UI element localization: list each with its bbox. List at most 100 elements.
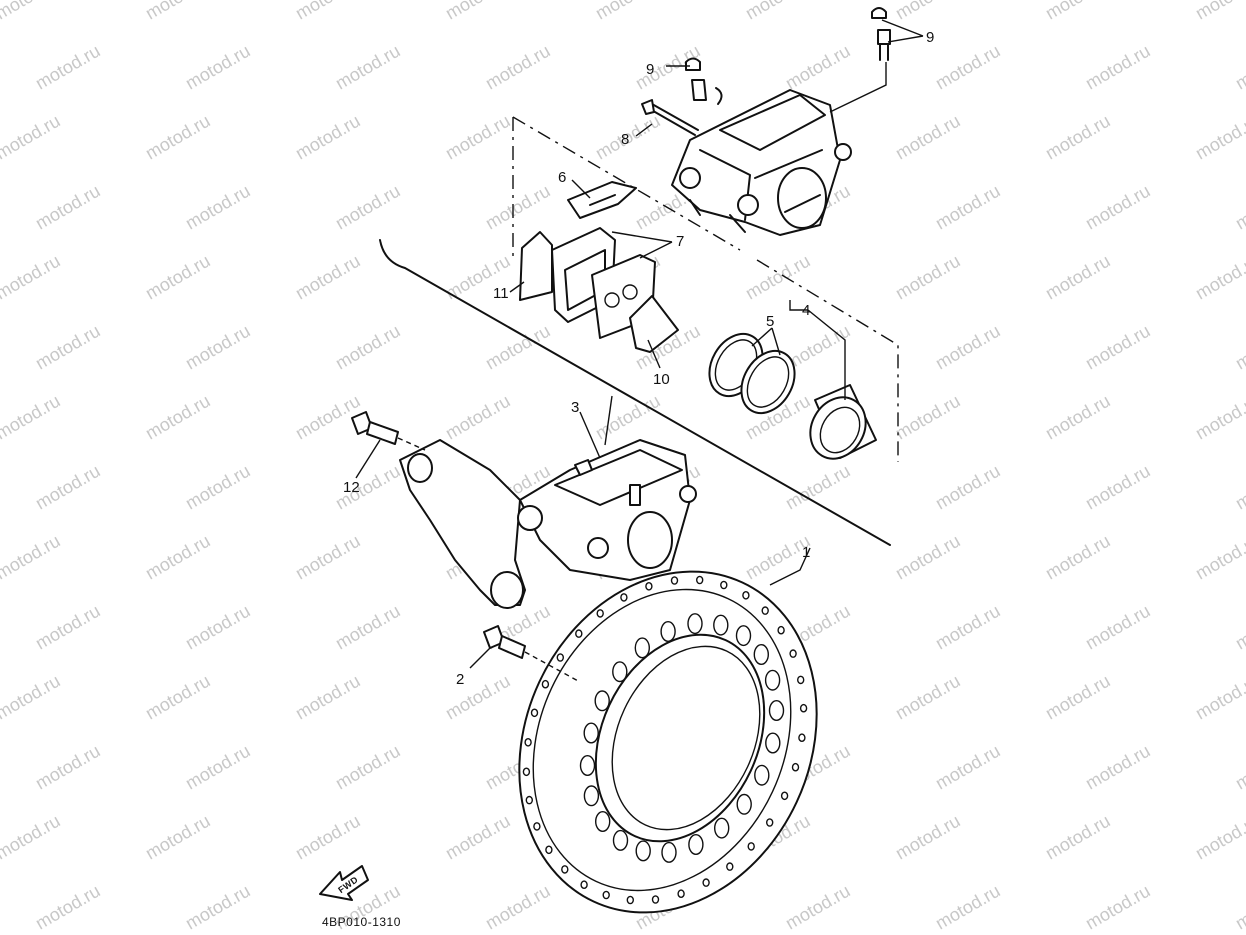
watermark-text: motod.ru [1082,741,1154,794]
watermark-text: motod.ru [1192,671,1246,724]
disc-hole [561,865,569,874]
watermark-text: motod.ru [1082,881,1154,934]
pad-spring [567,181,637,219]
disc-hole [596,609,604,618]
disc-hole [677,889,685,899]
watermark-text: motod.ru [332,741,404,794]
watermark-text: motod.ru [782,41,854,94]
callout-11: 11 [493,285,509,302]
watermark-text: motod.ru [32,461,104,514]
callout-9-left: 9 [646,61,654,78]
disc-hole [626,895,634,905]
disc-hole [720,580,728,590]
watermark-text: motod.ru [292,811,364,864]
disc-hole [777,625,785,635]
watermark-text: motod.ru [482,41,554,94]
caliper-assembly-lower [399,439,697,609]
callout-5: 5 [766,313,774,330]
watermark-text: motod.ru [1192,391,1246,444]
watermark-text: motod.ru [1082,321,1154,374]
diagram-code: 4BP010-1310 [322,915,401,929]
disc-hole [766,818,774,827]
watermark-text: motod.ru [1042,111,1114,164]
watermark-text: motod.ru [1192,111,1246,164]
disc-hole [736,793,752,815]
disc-holes-outer [522,575,808,905]
seals-and-piston [708,333,877,460]
watermark-text: motod.ru [1042,0,1114,23]
watermark-text: motod.ru [932,881,1004,934]
watermark-text: motod.ru [892,531,964,584]
watermark-text: motod.ru [142,111,214,164]
disc-hole [583,722,599,744]
leader-lines [355,19,924,683]
disc-hole [753,644,769,666]
callout-10: 10 [653,371,670,388]
disc-hole [556,653,564,662]
watermark-text: motod.ru [442,0,514,23]
watermark-text: motod.ru [892,0,964,23]
watermark-text: motod.ru [142,531,214,584]
watermark-text: motod.ru [442,391,514,444]
watermark-text: motod.ru [442,811,514,864]
watermark-text: motod.ru [592,0,664,23]
disc-hole [696,575,704,585]
disc-hole [530,708,539,718]
callout-2: 2 [456,671,464,688]
watermark-text: motod.ru [892,251,964,304]
disc-hole [525,795,533,805]
callout-12: 12 [343,479,360,496]
watermark-text: motod.ru [142,0,214,23]
watermark-text: motod.ru [142,811,214,864]
disc-hole [575,629,583,638]
watermark-text: motod.ru [142,251,214,304]
watermark-text: motod.ru [1042,391,1114,444]
disc-hole [612,661,628,683]
brake-pads [519,227,679,353]
disc-hole [726,862,734,871]
disc-hole [789,649,797,658]
watermark-text: motod.ru [1232,601,1246,654]
disc-hole [791,762,800,772]
watermark-text: motod.ru [1082,181,1154,234]
disc-hole [634,637,650,659]
disc-hole [602,890,610,900]
bleed-screw-parts [685,7,891,105]
watermark-text: motod.ru [592,391,664,444]
watermark-text: motod.ru [1232,741,1246,794]
disc-hole [799,703,808,713]
callout-9-right: 9 [926,29,934,46]
watermark-text: motod.ru [182,601,254,654]
watermark-text: motod.ru [1042,811,1114,864]
watermark-text: motod.ru [0,391,64,444]
callout-8: 8 [621,131,629,148]
pad-pin [641,99,699,136]
watermark-text: motod.ru [782,881,854,934]
watermark-text: motod.ru [292,251,364,304]
watermark-text: motod.ru [442,671,514,724]
watermark-text: motod.ru [932,41,1004,94]
disc-hole [714,817,730,839]
callout-1: 1 [802,544,810,561]
watermark-text: motod.ru [182,741,254,794]
disc-hole [583,785,600,807]
watermark-text: motod.ru [932,461,1004,514]
watermark-text: motod.ru [292,671,364,724]
disc-hole [780,791,789,801]
watermark-text: motod.ru [1082,601,1154,654]
watermark-text: motod.ru [0,111,64,164]
assembly-frame [379,116,899,546]
disc-hole [620,593,628,602]
disc-hole [541,679,550,689]
watermark-text: motod.ru [1082,461,1154,514]
watermark-text: motod.ru [332,321,404,374]
watermark-text: motod.ru [182,181,254,234]
disc-hole [661,841,677,863]
watermark-text: motod.ru [1192,0,1246,23]
watermark-text: motod.ru [32,181,104,234]
disc-hole [747,842,755,851]
watermark-text: motod.ru [32,881,104,934]
disc-hole [765,732,781,754]
disc-hole [768,700,785,722]
disc-hole [670,576,679,585]
